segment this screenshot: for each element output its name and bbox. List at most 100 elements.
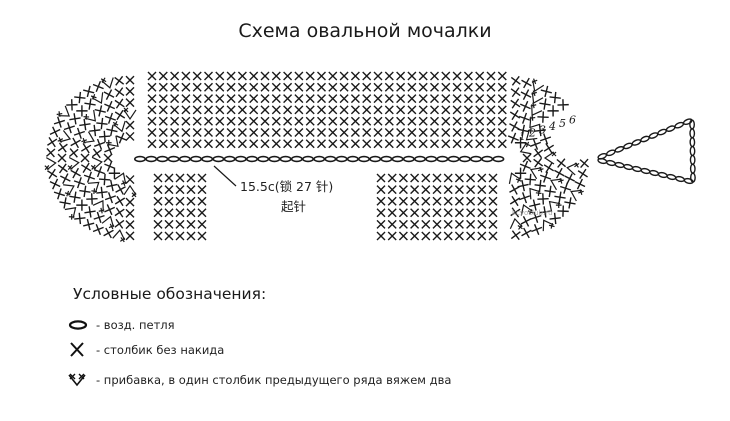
single-crochet-icon bbox=[164, 219, 174, 229]
single-crochet-icon bbox=[271, 128, 281, 137]
chain-stitch-icon bbox=[675, 175, 686, 183]
increase-icon bbox=[92, 199, 105, 214]
chain-stitch-icon bbox=[380, 155, 393, 163]
diagram-title: Схема овальной мочалки bbox=[238, 20, 492, 42]
single-crochet-icon bbox=[215, 139, 225, 149]
single-crochet-icon bbox=[114, 109, 126, 121]
single-crochet-icon bbox=[430, 82, 439, 92]
single-crochet-icon bbox=[454, 185, 464, 195]
single-crochet-icon bbox=[226, 116, 236, 126]
single-crochet-icon bbox=[197, 219, 207, 229]
single-crochet-icon bbox=[106, 124, 118, 137]
single-crochet-icon bbox=[430, 94, 439, 104]
single-crochet-icon bbox=[92, 81, 104, 93]
single-crochet-icon bbox=[564, 173, 576, 184]
single-crochet-icon bbox=[114, 87, 125, 98]
single-crochet-icon bbox=[534, 124, 546, 137]
chain-stitch-icon bbox=[631, 165, 642, 173]
single-crochet-icon bbox=[192, 128, 202, 137]
single-crochet-icon bbox=[226, 105, 236, 115]
single-crochet-icon bbox=[554, 167, 565, 179]
single-crochet-icon bbox=[454, 231, 464, 241]
single-crochet-icon bbox=[63, 122, 76, 134]
single-crochet-icon bbox=[96, 186, 108, 199]
single-crochet-icon bbox=[443, 196, 453, 206]
chain-stitch-icon bbox=[134, 155, 147, 163]
increase-icon bbox=[90, 92, 104, 105]
single-crochet-icon bbox=[477, 219, 487, 229]
single-crochet-icon bbox=[544, 185, 556, 198]
chain-stitch-icon bbox=[657, 128, 667, 136]
single-crochet-icon bbox=[384, 105, 394, 115]
single-crochet-icon bbox=[237, 71, 247, 81]
single-crochet-icon bbox=[509, 109, 521, 121]
increase-icon bbox=[100, 77, 114, 89]
single-crochet-icon bbox=[170, 139, 180, 149]
foundation-chain-label: 15.5c(锁 27 针) bbox=[240, 179, 334, 194]
single-crochet-icon bbox=[215, 94, 225, 104]
chain-stitch-icon bbox=[631, 139, 642, 146]
increase-icon bbox=[68, 373, 86, 387]
single-crochet-icon bbox=[430, 105, 439, 115]
single-crochet-icon bbox=[153, 219, 163, 229]
chain-stitch-icon bbox=[425, 155, 438, 163]
single-crochet-icon bbox=[175, 196, 185, 206]
single-crochet-icon bbox=[80, 143, 92, 154]
single-crochet-icon bbox=[83, 85, 95, 98]
single-crochet-icon bbox=[215, 82, 225, 92]
single-crochet-icon bbox=[49, 178, 61, 190]
single-crochet-icon bbox=[384, 71, 394, 81]
increase-icon bbox=[105, 135, 119, 148]
single-crochet-icon bbox=[529, 138, 542, 150]
watermark: kcvoclub.ru bbox=[512, 209, 553, 217]
single-crochet-icon bbox=[398, 173, 408, 183]
single-crochet-icon bbox=[328, 116, 338, 126]
single-crochet-icon bbox=[350, 116, 360, 126]
chain-stitch-icon bbox=[605, 159, 616, 167]
single-crochet-icon bbox=[147, 105, 157, 115]
single-crochet-icon bbox=[531, 223, 543, 235]
single-crochet-icon bbox=[430, 71, 439, 81]
single-crochet-icon bbox=[103, 89, 115, 100]
single-crochet-icon bbox=[407, 94, 417, 104]
single-crochet-icon bbox=[57, 142, 68, 153]
single-crochet-icon bbox=[549, 91, 561, 104]
single-crochet-icon bbox=[125, 131, 135, 141]
single-crochet-icon bbox=[384, 139, 394, 149]
single-crochet-icon bbox=[53, 116, 66, 128]
single-crochet-icon bbox=[430, 139, 439, 149]
single-crochet-icon bbox=[305, 71, 315, 81]
increase-icon bbox=[123, 107, 137, 120]
single-crochet-icon bbox=[170, 105, 180, 115]
single-crochet-icon bbox=[158, 71, 168, 81]
single-crochet-icon bbox=[521, 77, 532, 89]
chain-stitch-icon bbox=[657, 171, 668, 179]
single-crochet-icon bbox=[328, 128, 338, 137]
chain-stitch-icon bbox=[324, 155, 337, 163]
single-crochet-icon bbox=[164, 208, 174, 218]
single-crochet-icon bbox=[305, 82, 315, 92]
single-crochet-icon bbox=[452, 139, 462, 149]
single-crochet-icon bbox=[452, 94, 462, 104]
single-crochet-icon bbox=[153, 173, 163, 183]
single-crochet-icon bbox=[73, 127, 86, 139]
single-crochet-icon bbox=[104, 112, 117, 124]
single-crochet-icon bbox=[373, 94, 383, 104]
single-crochet-icon bbox=[317, 139, 326, 149]
single-crochet-icon bbox=[475, 94, 485, 104]
single-crochet-icon bbox=[57, 163, 68, 174]
single-crochet-icon bbox=[164, 231, 174, 241]
chain-stitch-icon bbox=[167, 155, 180, 163]
single-crochet-icon bbox=[204, 82, 213, 92]
single-crochet-icon bbox=[114, 195, 126, 207]
single-crochet-icon bbox=[452, 116, 462, 126]
single-crochet-icon bbox=[147, 94, 157, 104]
single-crochet-icon bbox=[249, 94, 259, 104]
single-crochet-icon bbox=[249, 128, 259, 137]
chain-stitch-icon bbox=[689, 137, 696, 148]
chain-stitch-icon bbox=[649, 169, 660, 177]
single-crochet-icon bbox=[518, 112, 531, 124]
single-crochet-icon bbox=[387, 173, 397, 183]
single-crochet-icon bbox=[114, 75, 125, 86]
single-crochet-icon bbox=[441, 71, 451, 81]
